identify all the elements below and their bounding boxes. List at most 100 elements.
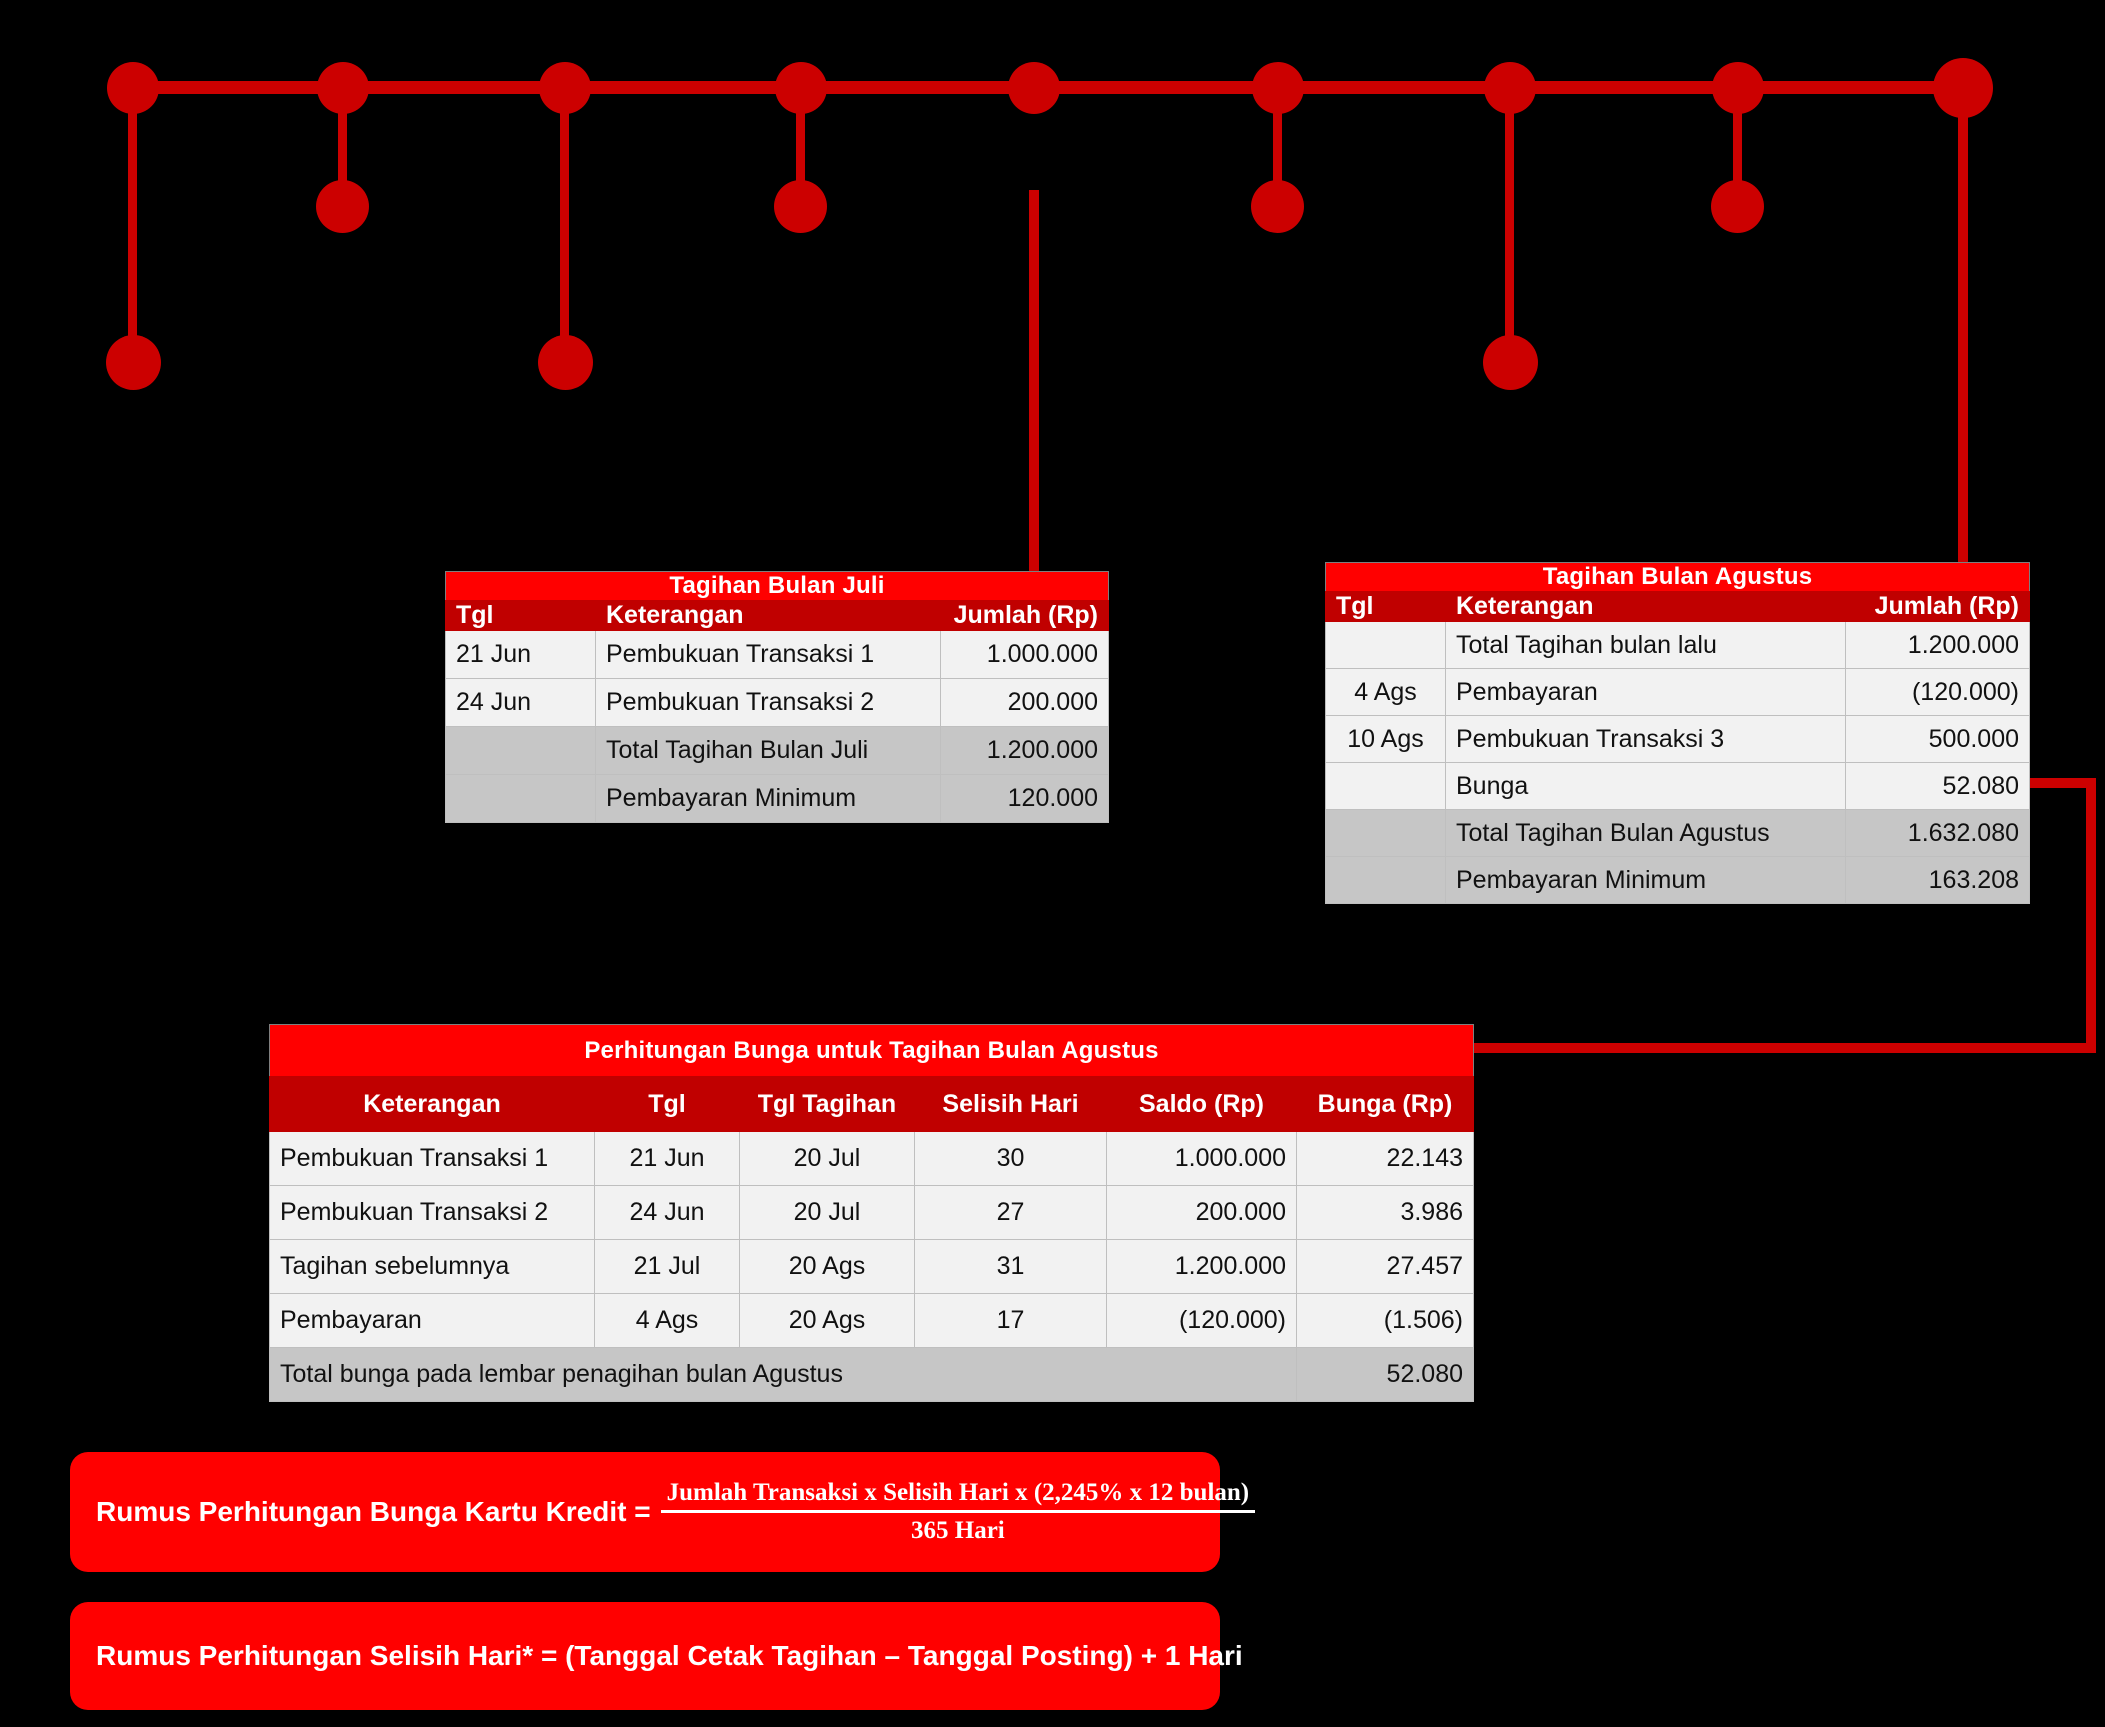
cell-tgl (445, 774, 596, 823)
cell-tgl: 21 Jun (445, 630, 596, 679)
formula-selisih-text: Rumus Perhitungan Selisih Hari* = (Tangg… (96, 1640, 1243, 1671)
cell-tgl: 10 Ags (1325, 715, 1446, 763)
table-row: 4 Ags Pembayaran (120.000) (1325, 668, 2031, 716)
table-bunga-total-value: 52.080 (1295, 1347, 1475, 1402)
cell-bunga: 27.457 (1295, 1239, 1475, 1294)
timeline-stem-4 (796, 88, 805, 198)
table-row: Total Tagihan bulan lalu 1.200.000 (1325, 621, 2031, 669)
formula-bunga-fraction: Jumlah Transaksi x Selisih Hari x (2,245… (660, 1479, 1256, 1545)
table-bunga-header-row: Keterangan Tgl Tgl Tagihan Selisih Hari … (269, 1076, 1475, 1132)
table-bunga-col-saldo: Saldo (Rp) (1106, 1076, 1297, 1132)
cell-jumlah: (120.000) (1844, 668, 2031, 716)
table-juli-col-jumlah: Jumlah (Rp) (939, 600, 1110, 631)
fraction-rule (660, 1510, 1256, 1513)
cell-jumlah: 120.000 (939, 774, 1110, 823)
cell-keterangan: Total Tagihan bulan lalu (1445, 621, 1846, 669)
timeline (0, 0, 2105, 420)
timeline-stem-7 (1505, 88, 1514, 358)
table-bunga-total-label: Total bunga pada lembar penagihan bulan … (269, 1347, 1297, 1402)
table-row: Total Tagihan Bulan Juli 1.200.000 (445, 726, 1110, 775)
table-juli-header-row: Tgl Keterangan Jumlah (Rp) (445, 600, 1110, 631)
cell-keterangan: Total Tagihan Bulan Agustus (1445, 809, 1846, 857)
cell-tgl (1325, 762, 1446, 810)
cell-jumlah: 1.200.000 (1844, 621, 2031, 669)
connector-node9-to-agustus (1958, 96, 1968, 566)
table-bunga-col-tgl-tagihan: Tgl Tagihan (739, 1076, 915, 1132)
timeline-enddot-8[interactable] (1711, 180, 1764, 233)
timeline-enddot-2[interactable] (316, 180, 369, 233)
table-agustus-col-keterangan: Keterangan (1445, 591, 1846, 622)
cell-jumlah: 1.632.080 (1844, 809, 2031, 857)
table-agustus-title: Tagihan Bulan Agustus (1325, 562, 2030, 592)
cell-bunga: 22.143 (1295, 1131, 1475, 1186)
cell-tgl: 21 Jul (594, 1239, 740, 1294)
cell-keterangan: Pembayaran (1445, 668, 1846, 716)
table-row: 24 Jun Pembukuan Transaksi 2 200.000 (445, 678, 1110, 727)
table-agustus-header-row: Tgl Keterangan Jumlah (Rp) (1325, 591, 2031, 622)
cell-bunga: 3.986 (1295, 1185, 1475, 1240)
table-row: Pembukuan Transaksi 1 21 Jun 20 Jul 30 1… (269, 1131, 1475, 1186)
cell-selisih-hari: 17 (914, 1293, 1107, 1348)
timeline-stem-2 (338, 88, 347, 198)
cell-saldo: 1.000.000 (1106, 1131, 1297, 1186)
table-bunga-title-row: Perhitungan Bunga untuk Tagihan Bulan Ag… (269, 1024, 1474, 1077)
cell-selisih-hari: 31 (914, 1239, 1107, 1294)
timeline-enddot-1[interactable] (106, 335, 161, 390)
cell-tgl-tagihan: 20 Ags (739, 1239, 915, 1294)
table-juli-title: Tagihan Bulan Juli (445, 571, 1109, 601)
timeline-stem-8 (1733, 88, 1742, 198)
connector-agustus-elbow-bottom (1470, 1043, 2096, 1053)
table-row: Tagihan sebelumnya 21 Jul 20 Ags 31 1.20… (269, 1239, 1475, 1294)
cell-tgl: 24 Jun (594, 1185, 740, 1240)
cell-keterangan: Pembukuan Transaksi 1 (595, 630, 941, 679)
table-row: Pembayaran 4 Ags 20 Ags 17 (120.000) (1.… (269, 1293, 1475, 1348)
cell-tgl (1325, 809, 1446, 857)
cell-tgl-tagihan: 20 Jul (739, 1185, 915, 1240)
cell-tgl (1325, 621, 1446, 669)
cell-keterangan: Pembukuan Transaksi 1 (269, 1131, 595, 1186)
table-row: 10 Ags Pembukuan Transaksi 3 500.000 (1325, 715, 2031, 763)
cell-tgl: 24 Jun (445, 678, 596, 727)
cell-tgl (445, 726, 596, 775)
cell-tgl: 4 Ags (594, 1293, 740, 1348)
cell-jumlah: 1.000.000 (939, 630, 1110, 679)
cell-jumlah: 1.200.000 (939, 726, 1110, 775)
cell-bunga: (1.506) (1295, 1293, 1475, 1348)
timeline-enddot-3[interactable] (538, 335, 593, 390)
formula-box-bunga: Rumus Perhitungan Bunga Kartu Kredit = J… (70, 1452, 1256, 1572)
table-bunga-title: Perhitungan Bunga untuk Tagihan Bulan Ag… (269, 1024, 1474, 1077)
cell-keterangan: Pembayaran Minimum (1445, 856, 1846, 904)
timeline-enddot-6[interactable] (1251, 180, 1304, 233)
table-bunga-col-bunga: Bunga (Rp) (1295, 1076, 1475, 1132)
cell-tgl-tagihan: 20 Jul (739, 1131, 915, 1186)
connector-agustus-elbow-vertical (2086, 778, 2096, 1053)
formula-bunga-numerator: Jumlah Transaksi x Selisih Hari x (2,245… (666, 1479, 1250, 1506)
cell-keterangan: Pembayaran (269, 1293, 595, 1348)
timeline-enddot-7[interactable] (1483, 335, 1538, 390)
cell-jumlah: 163.208 (1844, 856, 2031, 904)
table-row: Bunga 52.080 (1325, 762, 2031, 810)
table-perhitungan-bunga: Perhitungan Bunga untuk Tagihan Bulan Ag… (269, 1024, 1475, 1402)
cell-jumlah: 500.000 (1844, 715, 2031, 763)
timeline-node-5[interactable] (1008, 62, 1060, 114)
timeline-enddot-4[interactable] (774, 180, 827, 233)
cell-tgl: 4 Ags (1325, 668, 1446, 716)
cell-tgl: 21 Jun (594, 1131, 740, 1186)
cell-saldo: 200.000 (1106, 1185, 1297, 1240)
table-agustus-title-row: Tagihan Bulan Agustus (1325, 562, 2030, 592)
formula-box-selisih-hari: Rumus Perhitungan Selisih Hari* = (Tangg… (70, 1602, 1243, 1710)
table-row: 21 Jun Pembukuan Transaksi 1 1.000.000 (445, 630, 1110, 679)
table-row: Pembukuan Transaksi 2 24 Jun 20 Jul 27 2… (269, 1185, 1475, 1240)
cell-keterangan: Pembukuan Transaksi 3 (1445, 715, 1846, 763)
connector-agustus-elbow-top (2028, 778, 2096, 788)
table-row: Pembayaran Minimum 163.208 (1325, 856, 2031, 904)
timeline-stem-6 (1273, 88, 1282, 198)
cell-keterangan: Pembukuan Transaksi 2 (269, 1185, 595, 1240)
table-row: Total Tagihan Bulan Agustus 1.632.080 (1325, 809, 2031, 857)
cell-saldo: 1.200.000 (1106, 1239, 1297, 1294)
cell-keterangan: Bunga (1445, 762, 1846, 810)
cell-keterangan: Pembukuan Transaksi 2 (595, 678, 941, 727)
table-juli-col-tgl: Tgl (445, 600, 596, 631)
cell-keterangan: Tagihan sebelumnya (269, 1239, 595, 1294)
cell-saldo: (120.000) (1106, 1293, 1297, 1348)
